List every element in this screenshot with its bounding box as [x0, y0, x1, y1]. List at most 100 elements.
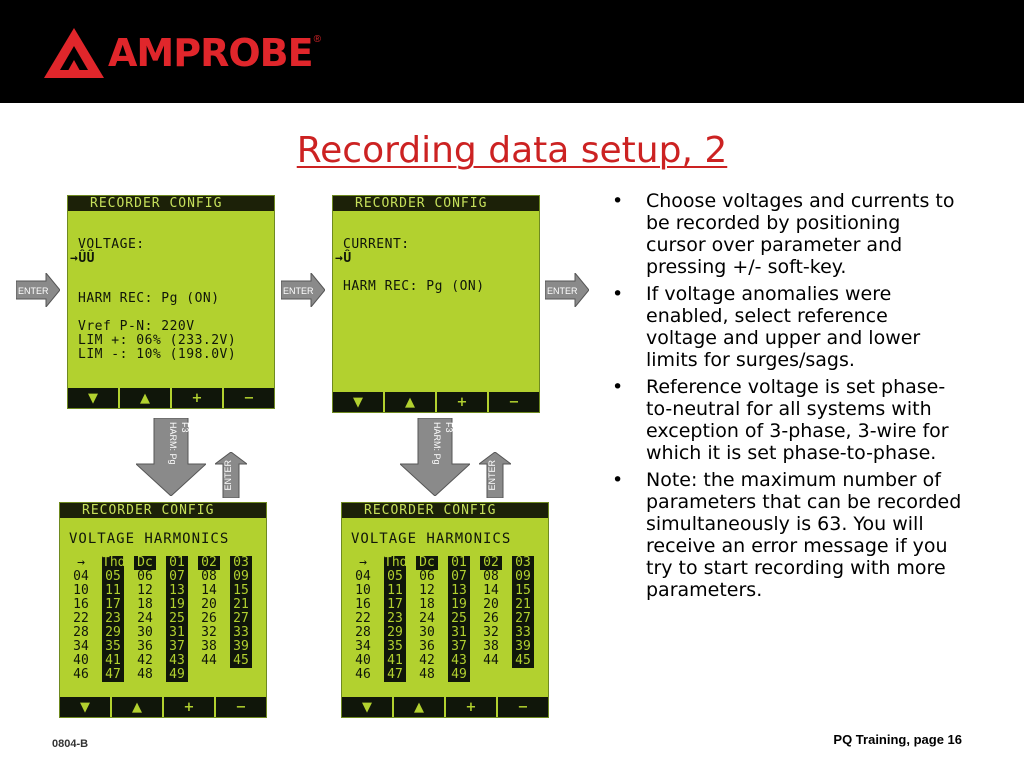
harmonic-cell[interactable]: 48 [419, 667, 435, 682]
harmonic-cell[interactable]: 08 [483, 569, 499, 584]
harmonic-cell[interactable]: 01 [166, 556, 188, 570]
harmonic-cell[interactable]: 11 [102, 584, 124, 598]
softkey-down[interactable]: ▼ [80, 699, 90, 715]
harmonic-cell[interactable]: 27 [512, 612, 534, 626]
harmonic-cell[interactable]: 14 [483, 583, 499, 598]
harmonic-cell[interactable]: Thd [384, 555, 408, 570]
harmonic-cell[interactable]: 26 [483, 611, 499, 626]
harmonic-cell[interactable]: 22 [73, 611, 89, 626]
softkey-plus[interactable]: + [162, 697, 214, 717]
harmonic-cell[interactable]: 44 [483, 653, 499, 668]
softkey-up[interactable]: ▲ [118, 388, 170, 408]
softkey-down[interactable]: ▼ [353, 394, 363, 410]
harmonic-cell[interactable]: 24 [137, 611, 153, 626]
harmonic-cell[interactable]: 29 [102, 626, 124, 640]
harmonic-cell[interactable]: 37 [448, 640, 470, 654]
harmonic-cell[interactable]: 41 [384, 654, 406, 668]
harmonic-cell[interactable]: 02 [198, 556, 220, 570]
harmonic-cell[interactable]: 14 [201, 583, 217, 598]
harmonic-cell[interactable]: 03 [230, 556, 252, 570]
harmonic-cell[interactable]: 21 [512, 598, 534, 612]
harmonic-cell[interactable]: 01 [448, 556, 470, 570]
harmonic-cell[interactable]: 23 [384, 612, 406, 626]
harmonic-cell[interactable]: 46 [355, 667, 371, 682]
softkey-down[interactable]: ▼ [362, 699, 372, 715]
harmonic-cell[interactable]: 40 [73, 653, 89, 668]
harmonic-cell[interactable]: 27 [230, 612, 252, 626]
softkey-down[interactable]: ▼ [88, 390, 98, 406]
harmonic-cell[interactable]: 20 [201, 597, 217, 612]
harmonic-cell[interactable]: 12 [137, 583, 153, 598]
harmonic-cell[interactable]: 19 [166, 598, 188, 612]
harmonic-cell[interactable]: 32 [201, 625, 217, 640]
softkey-plus[interactable]: + [435, 392, 487, 412]
harmonic-cell[interactable]: 47 [102, 668, 124, 682]
harmonic-cell[interactable]: 28 [355, 625, 371, 640]
harmonic-cell[interactable]: 42 [137, 653, 153, 668]
harmonic-cell[interactable]: Dc [134, 556, 156, 570]
harmonic-cell[interactable]: 07 [166, 570, 188, 584]
harmonic-cell[interactable]: 21 [230, 598, 252, 612]
harmonic-cell[interactable]: 34 [73, 639, 89, 654]
harmonic-cell[interactable]: 25 [448, 612, 470, 626]
harmonic-cell[interactable]: 17 [102, 598, 124, 612]
harmonic-cell[interactable]: 09 [230, 570, 252, 584]
softkey-up[interactable]: ▲ [110, 697, 162, 717]
harmonic-cell[interactable]: 45 [230, 654, 252, 668]
harmonic-cell[interactable]: 31 [166, 626, 188, 640]
harmonic-cell[interactable]: 18 [137, 597, 153, 612]
harmonic-cell[interactable]: 40 [355, 653, 371, 668]
harmonic-cell[interactable]: 33 [230, 626, 252, 640]
harmonic-cell[interactable]: 38 [201, 639, 217, 654]
harmonic-cell[interactable]: 16 [73, 597, 89, 612]
harmonic-cell[interactable]: 10 [355, 583, 371, 598]
harmonic-cell[interactable]: 05 [384, 570, 406, 584]
harmonic-cell[interactable]: 42 [419, 653, 435, 668]
harmonic-cell[interactable]: 06 [419, 569, 435, 584]
harmonic-cell[interactable]: → [77, 555, 85, 570]
softkey-plus[interactable]: + [170, 388, 222, 408]
harmonic-cell[interactable]: 15 [230, 584, 252, 598]
harmonic-cell[interactable]: 10 [73, 583, 89, 598]
harmonic-cell[interactable]: 07 [448, 570, 470, 584]
harmonic-cell[interactable]: 39 [512, 640, 534, 654]
harmonic-cell[interactable]: 37 [166, 640, 188, 654]
harmonic-cell[interactable]: 06 [137, 569, 153, 584]
harmonic-cell[interactable]: 49 [166, 668, 188, 682]
harmonic-cell[interactable]: 30 [137, 625, 153, 640]
softkey-minus[interactable]: − [222, 388, 274, 408]
harmonic-cell[interactable]: 46 [73, 667, 89, 682]
harmonic-cell[interactable]: 04 [73, 569, 89, 584]
harmonic-cell[interactable]: 44 [201, 653, 217, 668]
harmonic-cell[interactable]: 45 [512, 654, 534, 668]
harmonic-cell[interactable]: 36 [419, 639, 435, 654]
harmonic-cell[interactable]: 41 [102, 654, 124, 668]
harmonic-cell[interactable]: 13 [166, 584, 188, 598]
harmonic-cell[interactable]: 13 [448, 584, 470, 598]
harmonic-cell[interactable]: 26 [201, 611, 217, 626]
harmonic-cell[interactable]: 17 [384, 598, 406, 612]
harmonic-cell[interactable]: 30 [419, 625, 435, 640]
harmonic-cell[interactable]: 25 [166, 612, 188, 626]
harmonic-cell[interactable]: 20 [483, 597, 499, 612]
harmonic-cell[interactable]: 24 [419, 611, 435, 626]
harmonic-cell[interactable]: 09 [512, 570, 534, 584]
softkey-minus[interactable]: − [214, 697, 266, 717]
harmonic-cell[interactable]: 28 [73, 625, 89, 640]
harmonic-cell[interactable]: 35 [384, 640, 406, 654]
softkey-up[interactable]: ▲ [383, 392, 435, 412]
harmonic-cell[interactable]: 08 [201, 569, 217, 584]
harmonic-cell[interactable]: 48 [137, 667, 153, 682]
harmonic-cell[interactable]: Dc [416, 556, 438, 570]
harmonic-cell[interactable]: 31 [448, 626, 470, 640]
harmonic-cell[interactable]: 32 [483, 625, 499, 640]
harmonic-cell[interactable]: 19 [448, 598, 470, 612]
harmonic-cell[interactable]: 15 [512, 584, 534, 598]
harmonic-cell[interactable]: 05 [102, 570, 124, 584]
harmonic-cell[interactable]: 18 [419, 597, 435, 612]
harmonic-cell[interactable]: 03 [512, 556, 534, 570]
harmonic-cell[interactable]: 47 [384, 668, 406, 682]
harmonic-cell[interactable]: 02 [480, 556, 502, 570]
softkey-up[interactable]: ▲ [392, 697, 444, 717]
harmonic-cell[interactable]: 23 [102, 612, 124, 626]
